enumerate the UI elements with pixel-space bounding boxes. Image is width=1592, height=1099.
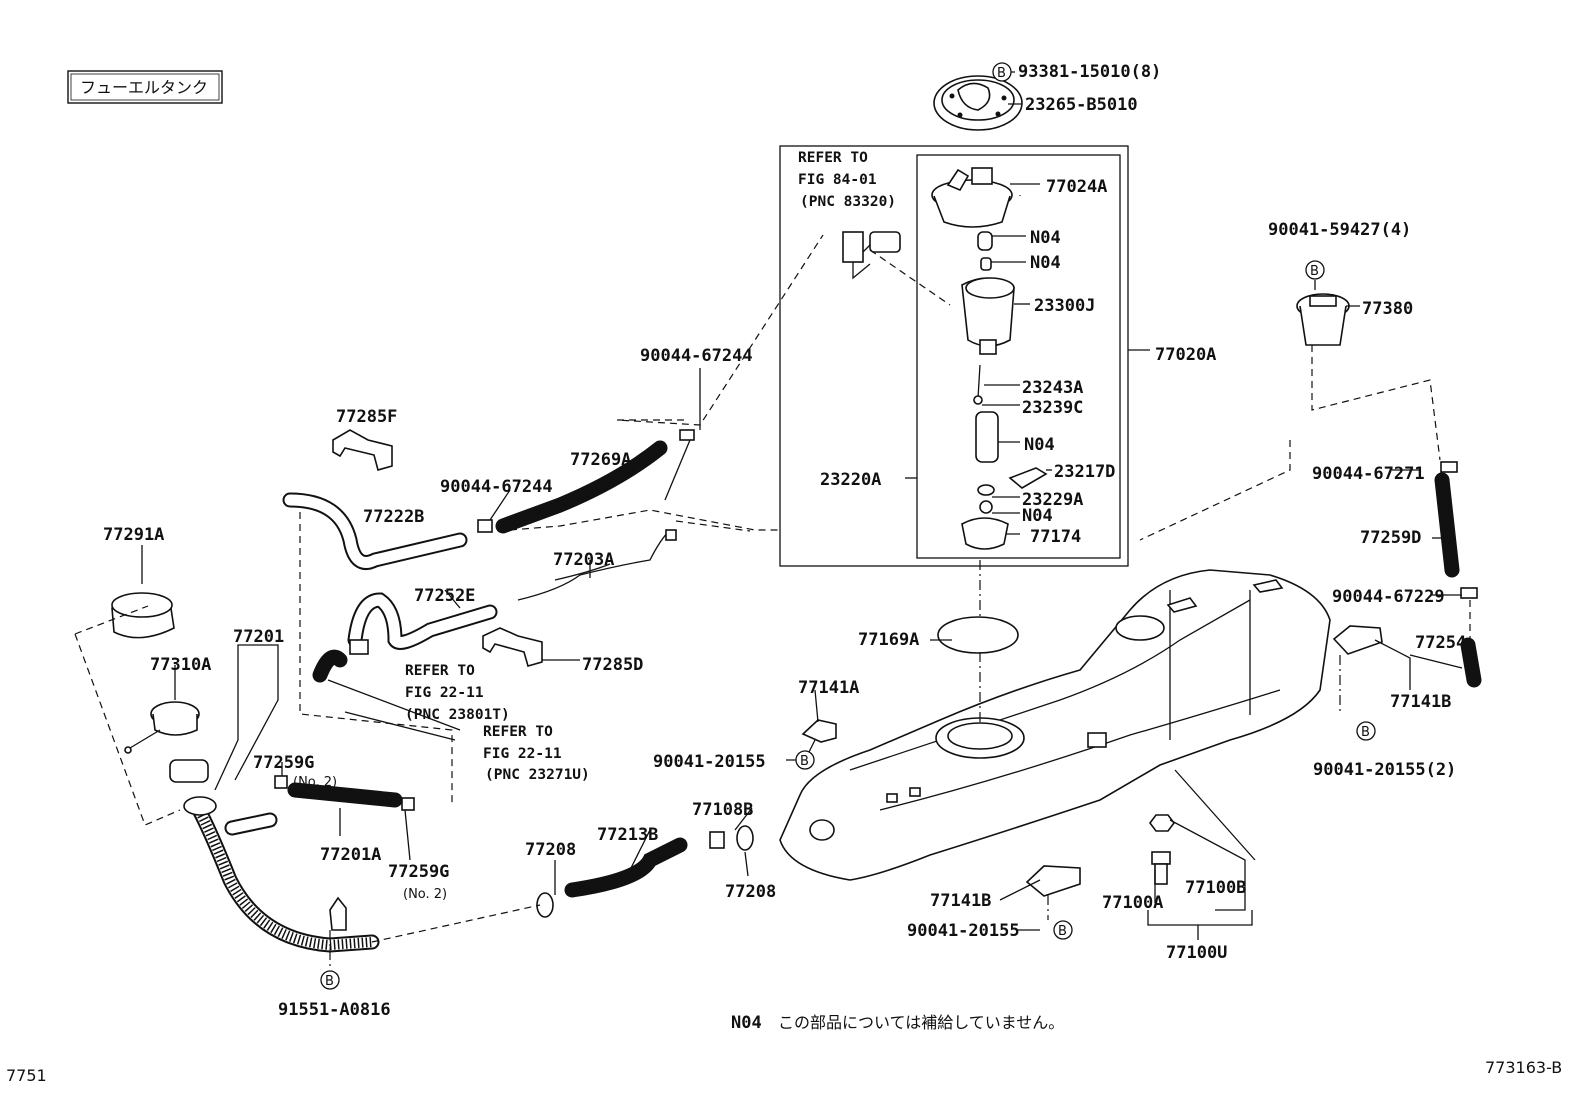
pump-flange-77024A — [931, 167, 1013, 228]
label-93381: 93381-15010(8) — [1018, 62, 1161, 82]
label-77254: 77254 — [1415, 633, 1466, 653]
label-n04-d: N04 — [1022, 506, 1053, 526]
diagram-text: REFER TO — [405, 663, 475, 679]
label-77259G-a: 77259G — [253, 753, 314, 773]
tank-straps — [801, 625, 1383, 897]
page-code-left: 7751 — [6, 1066, 47, 1085]
label-no2-a: (No. 2) — [293, 775, 337, 790]
label-77285D: 77285D — [582, 655, 643, 675]
label-23239C: 23239C — [1022, 398, 1083, 418]
diagram-text: (PNC 23271U) — [485, 767, 590, 783]
footer-note: N04 この部品については補給していません。 — [731, 1013, 1064, 1033]
note-prefix: N04 — [731, 1013, 762, 1033]
note-text: この部品については補給していません。 — [778, 1013, 1064, 1032]
label-77141B-bottom: 77141B — [930, 891, 991, 911]
pump-assembly-inner-box — [916, 154, 1121, 559]
label-23265: 23265-B5010 — [1025, 95, 1138, 115]
page-code-right: 773163-B — [1485, 1058, 1562, 1077]
label-91551: 91551-A0816 — [278, 1000, 391, 1020]
diagram-text: B — [997, 66, 1006, 81]
label-n04-a: N04 — [1030, 228, 1061, 248]
diagram-text: B — [1310, 264, 1319, 279]
label-77208-b: 77208 — [725, 882, 776, 902]
label-77108B: 77108B — [692, 800, 753, 820]
label-90044-67229: 90044-67229 — [1332, 587, 1445, 607]
label-90041-20155-b: 90041-20155 — [907, 921, 1020, 941]
pump-cover-plate — [933, 75, 1023, 131]
diagram-text: REFER TO — [798, 150, 868, 166]
label-77141B-right: 77141B — [1390, 692, 1451, 712]
diagram-text: B — [800, 754, 809, 769]
label-77310A: 77310A — [150, 655, 211, 675]
leader-lines — [74, 71, 1471, 968]
label-23300J: 23300J — [1034, 296, 1095, 316]
diagram-text: B — [325, 974, 334, 989]
pump-small-parts — [961, 231, 1048, 550]
diagram-text: B — [1361, 725, 1370, 740]
diagram-text: (PNC 83320) — [800, 194, 896, 210]
title-box — [67, 70, 223, 104]
label-77222B: 77222B — [363, 507, 424, 527]
brackets — [332, 429, 543, 667]
label-77169A: 77169A — [858, 630, 919, 650]
label-77213B: 77213B — [597, 825, 658, 845]
filler-pipe-77201 — [183, 796, 380, 953]
label-77141A: 77141A — [798, 678, 859, 698]
diagram-text: FIG 22-11 — [405, 685, 484, 701]
label-23243A: 23243A — [1022, 378, 1083, 398]
hose-clamps — [274, 429, 1478, 918]
label-77100U: 77100U — [1166, 943, 1227, 963]
label-23217D: 23217D — [1054, 462, 1115, 482]
label-77259D: 77259D — [1360, 528, 1421, 548]
label-n04-b: N04 — [1030, 253, 1061, 273]
label-77020A: 77020A — [1155, 345, 1216, 365]
page-title: フューエルタンク — [80, 78, 208, 97]
label-90044-67271: 90044-67271 — [1312, 464, 1425, 484]
diagram-text: B — [1058, 924, 1067, 939]
label-23229A: 23229A — [1022, 490, 1083, 510]
hoses — [282, 440, 1482, 898]
diagram-text: REFER TO — [483, 724, 553, 740]
label-90044-67244-b: 90044-67244 — [440, 477, 553, 497]
label-77291A: 77291A — [103, 525, 164, 545]
drain-plug — [1149, 814, 1175, 885]
label-no2-b: (No. 2) — [403, 887, 447, 902]
fuel-tank-body — [779, 569, 1331, 881]
label-77201: 77201 — [233, 627, 284, 647]
label-n04-c: N04 — [1024, 435, 1055, 455]
refer-note-fig84: REFER TO FIG 84-01 (PNC 83320) — [798, 150, 896, 210]
label-77208-a: 77208 — [525, 840, 576, 860]
label-77252E: 77252E — [414, 586, 475, 606]
part-labels: 93381-15010(8) 23265-B5010 77024A N04 N0… — [103, 62, 1466, 1020]
label-90041-20155-2: 90041-20155(2) — [1313, 760, 1456, 780]
diagram-text: (PNC 23801T) — [405, 707, 510, 723]
label-77259G-b: 77259G — [388, 862, 449, 882]
filler-neck-parts — [111, 592, 209, 783]
label-77380: 77380 — [1362, 299, 1413, 319]
diagram-text: FIG 22-11 — [483, 746, 562, 762]
wire-connector — [842, 231, 901, 280]
gasket-77169A — [937, 616, 1019, 654]
label-77285F: 77285F — [336, 407, 397, 427]
label-77100B: 77100B — [1185, 878, 1246, 898]
diagram-text: FIG 84-01 — [798, 172, 877, 188]
label-77024A: 77024A — [1046, 177, 1107, 197]
bolt-markers: B B B B B B — [320, 62, 1376, 990]
label-77269A: 77269A — [570, 450, 631, 470]
label-77174: 77174 — [1030, 527, 1081, 547]
label-90044-67244-a: 90044-67244 — [640, 346, 753, 366]
label-23220A: 23220A — [820, 470, 881, 490]
label-77203A: 77203A — [553, 550, 614, 570]
refer-note-23801T: REFER TO FIG 22-11 (PNC 23801T) — [405, 663, 510, 723]
pump-assembly-outer-box — [779, 145, 1129, 567]
label-77100A: 77100A — [1102, 893, 1163, 913]
filler-cap-77380 — [1296, 293, 1350, 346]
label-77201A: 77201A — [320, 845, 381, 865]
label-90041-20155-a: 90041-20155 — [653, 752, 766, 772]
label-90041-59427: 90041-59427(4) — [1268, 220, 1411, 240]
refer-note-23271U: REFER TO FIG 22-11 (PNC 23271U) — [483, 724, 590, 783]
